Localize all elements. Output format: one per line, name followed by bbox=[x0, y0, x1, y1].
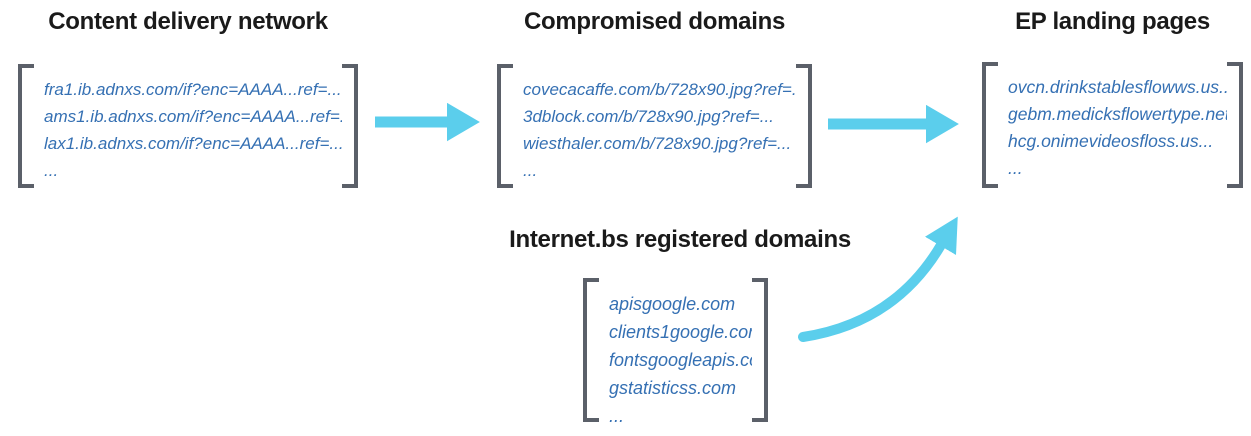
domain-line: ams1.ib.adnxs.com/if?enc=AAAA...ref=... bbox=[44, 107, 342, 126]
cdn-domain-list: fra1.ib.adnxs.com/if?enc=AAAA...ref=... … bbox=[34, 64, 342, 188]
cdn-domain-group: fra1.ib.adnxs.com/if?enc=AAAA...ref=... … bbox=[18, 64, 358, 188]
left-bracket bbox=[982, 62, 998, 188]
compromised-domain-list: covecacaffe.com/b/728x90.jpg?ref=... 3db… bbox=[513, 64, 796, 188]
domain-line: ovcn.drinkstablesflowws.us... bbox=[1008, 77, 1227, 97]
domain-line: 3dblock.com/b/728x90.jpg?ref=... bbox=[523, 107, 774, 126]
right-bracket bbox=[342, 64, 358, 188]
cdn-group-title: Content delivery network bbox=[48, 8, 328, 35]
landing-domain-list: ovcn.drinkstablesflowws.us... gebm.medic… bbox=[998, 62, 1227, 188]
compromised-domain-group: covecacaffe.com/b/728x90.jpg?ref=... 3db… bbox=[497, 64, 812, 188]
left-bracket bbox=[497, 64, 513, 188]
domain-line: lax1.ib.adnxs.com/if?enc=AAAA...ref=... bbox=[44, 134, 342, 153]
ellipsis-line: ... bbox=[1008, 158, 1023, 178]
domain-line: fontsgoogleapis.com bbox=[609, 350, 752, 370]
arrow-cdn-to-compromised-icon bbox=[375, 102, 480, 142]
landing-page-group: ovcn.drinkstablesflowws.us... gebm.medic… bbox=[982, 62, 1243, 188]
ellipsis-line: ... bbox=[523, 161, 538, 180]
domain-line: covecacaffe.com/b/728x90.jpg?ref=... bbox=[523, 80, 796, 99]
landing-group-title: EP landing pages bbox=[1015, 8, 1210, 35]
left-bracket bbox=[18, 64, 34, 188]
ellipsis-line: ... bbox=[44, 161, 59, 180]
ellipsis-line: ... bbox=[609, 406, 625, 422]
right-bracket bbox=[752, 278, 768, 422]
right-bracket bbox=[1227, 62, 1243, 188]
domain-line: gstatisticss.com bbox=[609, 378, 737, 398]
arrow-registered-to-landing-icon bbox=[798, 216, 958, 342]
domain-line: gebm.medicksflowertype.net... bbox=[1008, 104, 1227, 124]
domain-line: wiesthaler.com/b/728x90.jpg?ref=... bbox=[523, 134, 792, 153]
arrow-compromised-to-landing-icon bbox=[828, 104, 959, 144]
right-bracket bbox=[796, 64, 812, 188]
compromised-group-title: Compromised domains bbox=[523, 8, 785, 35]
domain-line: apisgoogle.com bbox=[609, 294, 736, 314]
domain-line: fra1.ib.adnxs.com/if?enc=AAAA...ref=... bbox=[44, 80, 342, 99]
left-bracket bbox=[583, 278, 599, 422]
registered-domain-list: apisgoogle.com clients1google.com fontsg… bbox=[599, 278, 752, 422]
domain-line: clients1google.com bbox=[609, 322, 752, 342]
registered-domain-group: apisgoogle.com clients1google.com fontsg… bbox=[583, 278, 768, 422]
domain-line: hcg.onimevideosfloss.us... bbox=[1008, 131, 1214, 151]
registered-group-title: Internet.bs registered domains bbox=[509, 226, 851, 253]
